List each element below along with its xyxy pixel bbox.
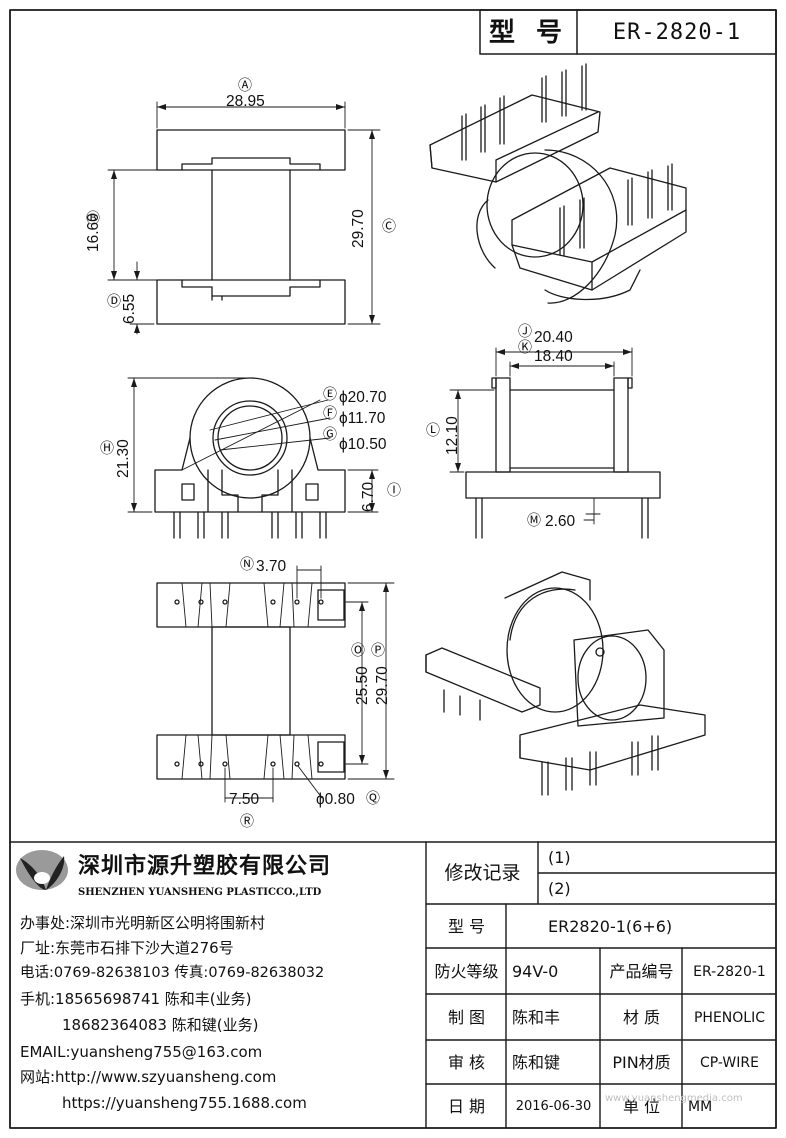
pin-material-label: PIN材质 [612,1052,671,1072]
website-1: 网站:http://www.szyuansheng.com [20,1068,277,1086]
dim-value-d: 6.55 [121,293,138,324]
dim-label-c: Ⓒ [382,219,396,235]
phone-fax: 电话:0769-82638103 传真:0769-82638032 [20,965,325,981]
dim-label-r: Ⓡ [240,814,254,830]
dim-label-d: Ⓓ [107,294,121,310]
company-name-en: SHENZHEN YUANSHENG PLASTICCO.,LTD [78,887,322,898]
bottom-view-drawing [156,565,395,803]
checked-by-value: 陈和键 [512,1052,561,1072]
dim-label-g: Ⓖ [323,427,337,443]
dim-value-c: 29.70 [350,209,367,248]
dim-value-p: 29.70 [374,666,391,705]
dim-value-h: 21.30 [115,439,132,478]
sheet-border [9,9,777,1129]
dim-value-g: ϕ10.50 [339,436,387,453]
dim-value-j: 20.40 [534,329,573,346]
dim-value-m: 2.60 [545,513,576,530]
dim-label-h: Ⓗ [100,441,114,457]
dim-label-q: Ⓠ [366,791,380,807]
dim-label-a: Ⓐ [238,78,252,94]
dim-value-l: 12.10 [444,416,461,455]
dim-label-m: Ⓜ [527,513,541,529]
flame-rating-value: 94V-0 [512,961,559,981]
company-logo-icon [16,850,68,890]
isometric-view-bottom [425,571,706,796]
revision-2: (2) [548,879,571,898]
dim-label-o: Ⓞ [351,643,365,659]
top-view-drawing [107,101,381,335]
revision-record-label: 修改记录 [444,862,521,884]
dim-label-j: Ⓙ [518,324,532,340]
date-label: 日 期 [447,1096,486,1116]
dim-value-q: ϕ0.80 [316,791,355,808]
dim-value-b: 16.60 [85,213,102,252]
dim-value-e: ϕ20.70 [339,389,387,406]
watermark: www.yuanshengmedia.com [605,1093,743,1104]
dim-label-f: Ⓕ [323,406,337,422]
dim-value-k: 18.40 [534,348,573,365]
email: EMAIL:yuansheng755@163.com [20,1043,263,1061]
drawn-by-value: 陈和丰 [512,1007,561,1027]
model-label: 型 号 [488,18,569,48]
material-label: 材 质 [622,1007,661,1027]
revision-1: (1) [548,848,571,867]
dim-label-i: Ⓘ [387,483,401,499]
dim-value-n: 3.70 [256,558,287,575]
dim-label-e: Ⓔ [323,387,337,403]
isometric-view-top [429,63,687,304]
dim-value-f: ϕ11.70 [339,410,386,427]
dim-value-r: 7.50 [229,791,260,808]
pin-material-value: CP-WIRE [700,1054,759,1071]
model-field-label: 型 号 [447,916,486,936]
office-address: 办事处:深圳市光明新区公明将围新村 [20,914,266,932]
title-block-grid [9,841,777,1129]
header-box [479,9,777,55]
factory-address: 厂址:东莞市石排下沙大道276号 [20,939,234,957]
dim-label-k: Ⓚ [518,340,532,356]
unit-label: 单 位 [622,1096,661,1116]
side-view-drawing [449,347,661,539]
material-value: PHENOLIC [693,1009,765,1026]
dim-value-o: 25.50 [354,666,371,705]
company-name-cn: 深圳市源升塑胶有限公司 [78,854,332,879]
mobile-1: 手机:18565698741 陈和丰(业务) [20,990,252,1008]
checked-by-label: 审 核 [447,1052,486,1072]
dim-label-l: Ⓛ [426,423,440,439]
dim-value-i: 6.70 [360,481,377,512]
dim-label-n: Ⓝ [240,557,254,573]
model-number: ER-2820-1 [612,20,742,45]
mobile-2: 18682364083 陈和键(业务) [62,1016,259,1034]
flame-rating-label: 防火等级 [434,961,499,981]
unit-value: MM [688,1098,713,1115]
dim-label-p: Ⓟ [371,643,385,659]
product-no-value: ER-2820-1 [693,963,766,980]
drawn-by-label: 制 图 [447,1007,486,1027]
dim-label-b: Ⓑ [86,211,100,227]
date-value: 2016-06-30 [515,1099,592,1114]
front-view-drawing [127,377,379,539]
website-2: https://yuansheng755.1688.com [62,1094,307,1112]
model-field-value: ER2820-1(6+6) [548,916,673,936]
dim-value-a: 28.95 [226,93,265,110]
product-no-label: 产品编号 [609,961,674,981]
